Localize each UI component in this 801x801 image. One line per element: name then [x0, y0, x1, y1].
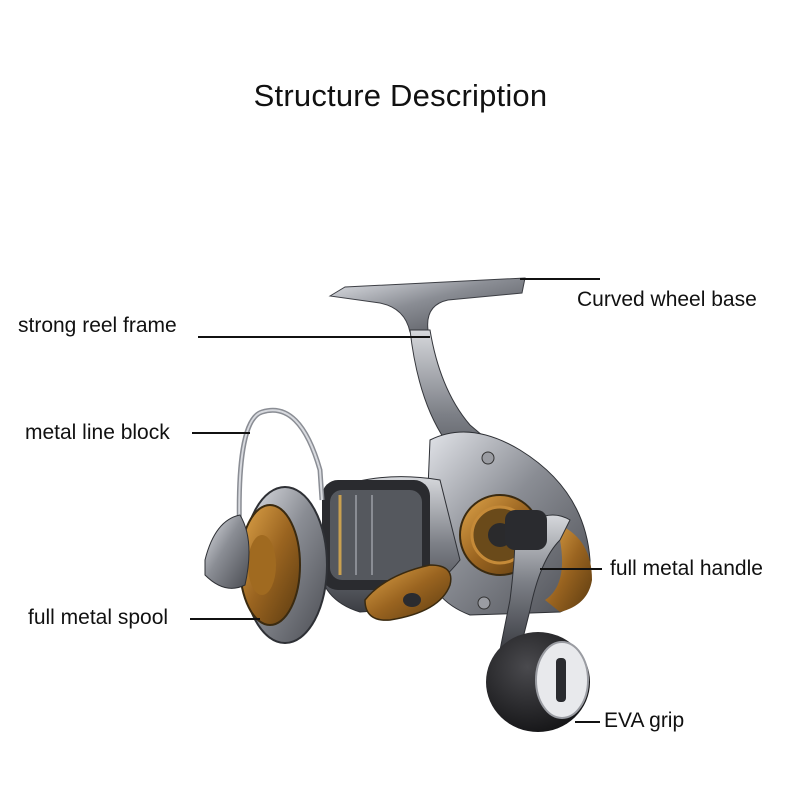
label-full-metal-handle: full metal handle — [610, 557, 763, 580]
bail-trip — [364, 564, 452, 621]
line-roller — [204, 514, 250, 589]
callout-line-spool — [190, 618, 260, 620]
label-eva-grip: EVA grip — [604, 709, 685, 732]
callout-line-reel-frame — [198, 336, 430, 338]
page-title: Structure Description — [253, 78, 548, 113]
label-full-metal-spool: full metal spool — [28, 606, 169, 629]
callout-line-wheel-base — [520, 278, 600, 280]
label-curved-wheel-base: Curved wheel base — [577, 288, 757, 311]
callout-line-eva-grip — [575, 721, 600, 723]
label-metal-line-block: metal line block — [25, 421, 170, 444]
label-strong-reel-frame: strong reel frame — [18, 314, 177, 337]
callout-line-handle — [540, 568, 602, 570]
reel-foot — [328, 277, 526, 333]
callout-line-line-block — [192, 432, 250, 434]
